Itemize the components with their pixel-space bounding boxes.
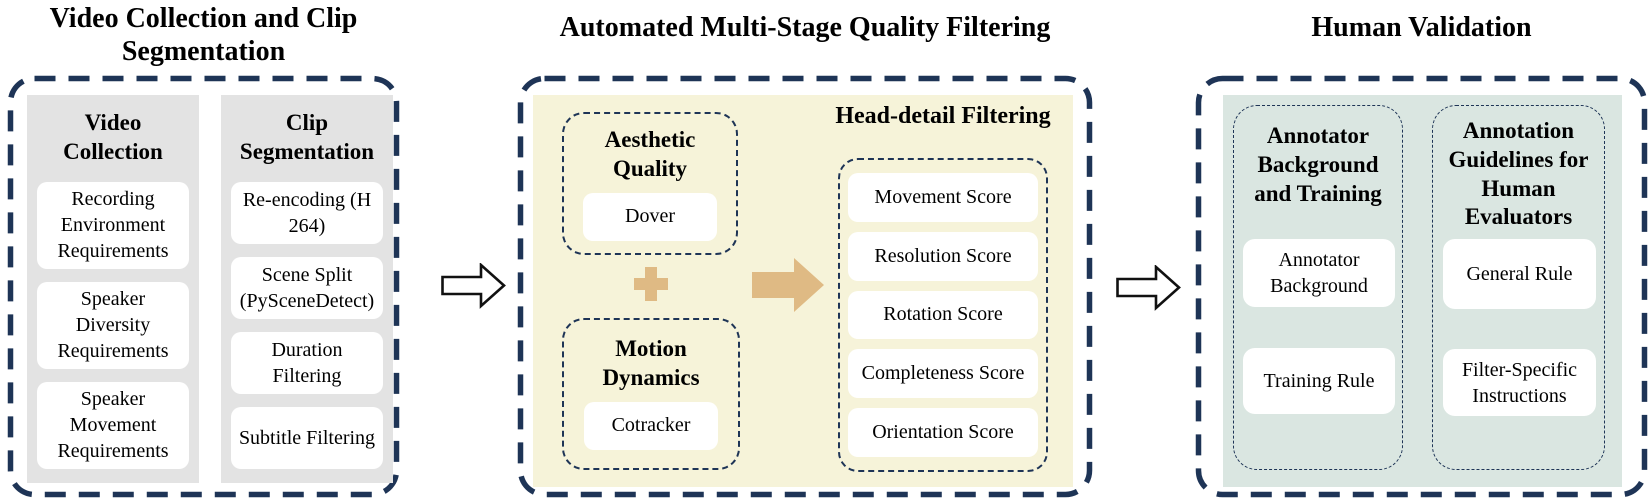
list-item: Filter-Specific Instructions <box>1443 349 1596 416</box>
stage1-container: Video Collection Recording Environment R… <box>7 75 400 498</box>
stage1-dashed-border <box>7 75 400 498</box>
clip-segmentation-column: Clip Segmentation Re-encoding (H 264) Sc… <box>221 95 393 483</box>
score-item: Movement Score <box>848 173 1038 222</box>
annotator-background-header: Annotator Background and Training <box>1254 123 1382 206</box>
stage1-title: Video Collection and Clip Segmentation <box>49 3 358 68</box>
annotation-guidelines-header: Annotation Guidelines for Human Evaluato… <box>1448 118 1589 230</box>
annotation-guidelines-column: Annotation Guidelines for Human Evaluato… <box>1432 105 1605 470</box>
list-item: General Rule <box>1443 239 1596 309</box>
head-detail-filtering-header: Head-detail Filtering <box>835 103 1051 129</box>
stage2-title: Automated Multi-Stage Quality Filtering <box>559 12 1051 43</box>
human-validation-panel: Annotator Background and Training Annota… <box>1223 95 1622 487</box>
head-detail-filtering-group: Movement Score Resolution Score Rotation… <box>838 158 1048 472</box>
plus-icon <box>634 267 668 301</box>
list-item: Duration Filtering <box>231 331 383 394</box>
annotator-background-column: Annotator Background and Training Annota… <box>1233 105 1403 470</box>
stage2-container: Aesthetic Quality Dover Motion Dynamics … <box>517 75 1093 498</box>
score-item: Completeness Score <box>848 349 1038 399</box>
list-item: Re-encoding (H 264) <box>231 181 383 244</box>
motion-dynamics-group: Motion Dynamics Cotracker <box>562 318 740 470</box>
motion-dynamics-header: Motion Dynamics <box>602 336 700 390</box>
stage3-container: Annotator Background and Training Annota… <box>1195 75 1648 498</box>
list-item: Annotator Background <box>1243 239 1395 307</box>
video-collection-header: Video Collection <box>63 110 163 164</box>
clip-segmentation-header: Clip Segmentation <box>239 110 375 164</box>
dover-box: Dover <box>583 192 717 241</box>
list-item: Scene Split (PySceneDetect) <box>231 256 383 319</box>
cotracker-box: Cotracker <box>584 401 718 450</box>
score-item: Resolution Score <box>848 231 1038 281</box>
flow-arrow-right-icon <box>441 263 506 309</box>
list-item: Speaker Diversity Requirements <box>37 281 189 369</box>
tan-arrow-right-icon <box>752 258 824 312</box>
list-item: Training Rule <box>1243 348 1395 414</box>
aesthetic-quality-group: Aesthetic Quality Dover <box>562 112 738 255</box>
quality-filtering-panel: Aesthetic Quality Dover Motion Dynamics … <box>533 95 1073 487</box>
list-item: Speaker Movement Requirements <box>37 381 189 470</box>
score-item: Rotation Score <box>848 290 1038 340</box>
aesthetic-quality-header: Aesthetic Quality <box>604 127 696 181</box>
list-item: Recording Environment Requirements <box>37 181 189 269</box>
flow-arrow-right-icon <box>1116 265 1181 311</box>
score-item: Orientation Score <box>848 408 1038 457</box>
stage3-dashed-border <box>1195 75 1648 498</box>
stage3-title: Human Validation <box>1311 12 1532 43</box>
list-item: Subtitle Filtering <box>231 406 383 469</box>
video-collection-column: Video Collection Recording Environment R… <box>27 95 199 483</box>
stage2-dashed-border <box>517 75 1093 498</box>
